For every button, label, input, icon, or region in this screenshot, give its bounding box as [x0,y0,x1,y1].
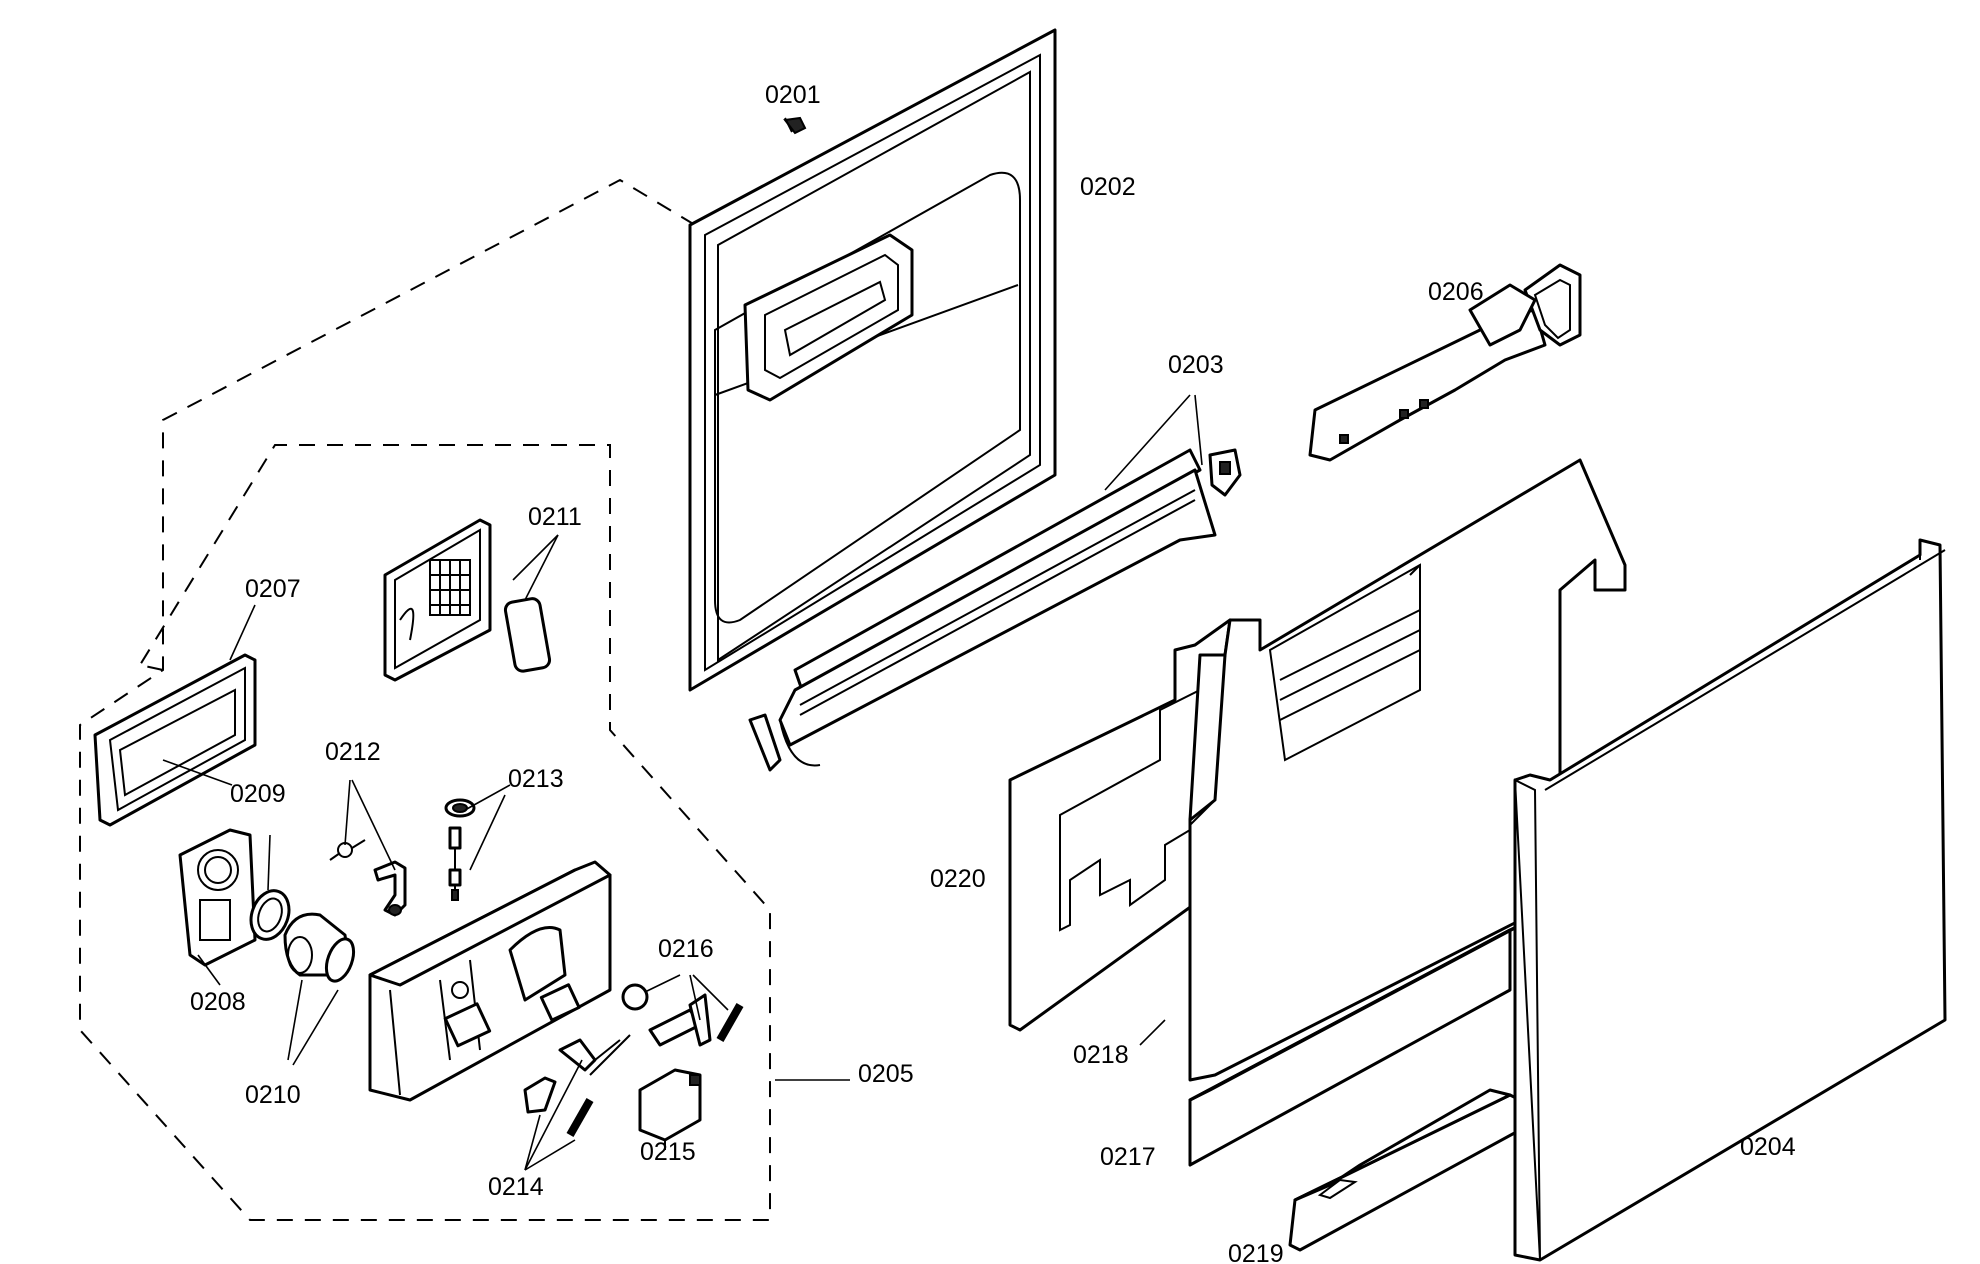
nozzle-0210 [283,912,356,983]
cover-0211 [383,518,552,682]
dispenser-housing-0205 [368,860,612,1102]
label-0209: 0209 [230,780,286,808]
label-0219: 0219 [1228,1240,1284,1264]
middle-panel-0218 [1188,458,1627,1082]
spring-coil-0214 [566,1098,594,1137]
spring-latch-0212 [329,839,407,917]
inner-door-panel-0202 [688,28,1057,692]
label-0201: 0201 [765,81,821,109]
label-0210: 0210 [245,1081,301,1109]
screw-0201 [783,116,807,135]
dashed-connector [139,664,164,671]
hinge-bracket-0206 [1308,263,1582,462]
label-0217: 0217 [1100,1143,1156,1171]
ring-0209 [249,889,291,941]
label-0213: 0213 [508,765,564,793]
label-0203: 0203 [1168,351,1224,379]
parts-0216 [621,983,744,1047]
label-0215: 0215 [640,1138,696,1166]
label-0212: 0212 [325,738,381,766]
outer-dashed-outline [79,178,771,1221]
label-0216: 0216 [658,935,714,963]
toe-kick-0219 [1288,1088,1522,1252]
holder-0208 [178,828,257,967]
label-0204: 0204 [1740,1133,1796,1161]
bottom-rail-0203 [748,448,1242,772]
label-0202: 0202 [1080,173,1136,201]
label-0211: 0211 [528,503,582,531]
label-0220: 0220 [930,865,986,893]
label-0206: 0206 [1428,278,1484,306]
pin-0213 [444,798,476,901]
frame-0207 [93,653,257,827]
label-0208: 0208 [190,988,246,1016]
part-labels: 0201 0202 0203 0204 0205 0206 0207 0208 … [190,81,1796,1264]
leader-lines [162,394,1203,1171]
label-0218: 0218 [1073,1041,1129,1069]
outer-door-panel-0204 [1513,538,1947,1262]
parts-0214 [523,1034,631,1137]
bottom-strip-0217 [1188,918,1532,1167]
label-0205: 0205 [858,1060,914,1088]
label-0207: 0207 [245,575,301,603]
actuator-0215 [638,1068,702,1150]
label-0214: 0214 [488,1173,544,1201]
